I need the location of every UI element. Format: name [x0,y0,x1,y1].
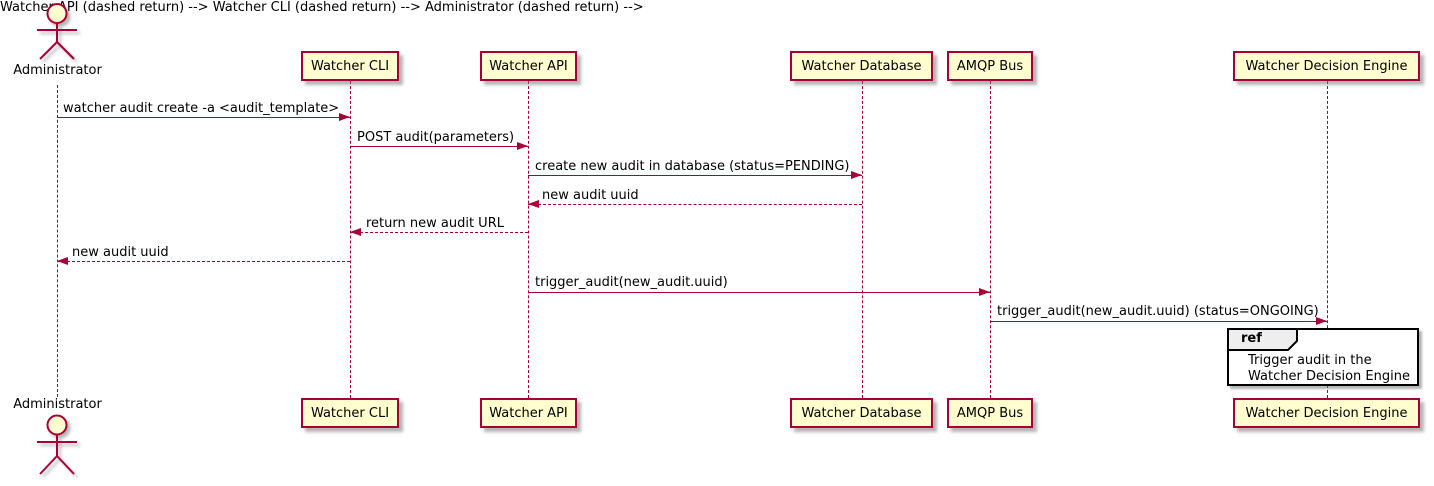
message-6-label: new audit uuid [72,245,169,260]
lifeline-administrator [57,85,58,397]
message-8-arrowhead [1316,317,1327,325]
message-6-line [57,261,350,262]
message-5-arrowhead [350,228,361,236]
message-1-label: watcher audit create -a <audit_template> [63,101,340,116]
actor-icon [37,414,77,475]
ref-fragment: ref Trigger audit in the Watcher Decisio… [1227,328,1419,386]
message-8-label: trigger_audit(new_audit.uuid) (status=ON… [997,304,1319,319]
message-5-label: return new audit URL [366,216,504,231]
message-4-line [528,204,862,205]
participant-watcher-cli-bottom: Watcher CLI [301,398,399,428]
message-7-line [528,292,990,293]
participant-watcher-api-top: Watcher API [480,51,577,81]
actor-label-administrator-top: Administrator [13,63,102,78]
participant-watcher-api-bottom: Watcher API [480,398,577,428]
message-3-line [528,175,862,176]
message-2-arrowhead [517,142,528,150]
lifeline-watcher-decision-engine [1327,81,1328,398]
lifeline-watcher-database [862,81,863,398]
actor-icon [37,3,77,60]
actor-label-administrator-bottom: Administrator [13,397,102,412]
participant-watcher-decision-engine-top: Watcher Decision Engine [1233,51,1420,81]
message-7-label: trigger_audit(new_audit.uuid) [535,275,728,290]
message-1-arrowhead [339,113,350,121]
ref-text-line-1: Trigger audit in the [1248,353,1372,368]
participant-amqp-bus-top: AMQP Bus [947,51,1033,81]
message-2-line [350,146,528,147]
message-4-label: new audit uuid [542,188,639,203]
ref-tag-label: ref [1241,331,1262,346]
message-3-label: create new audit in database (status=PEN… [535,159,850,174]
ref-text-line-2: Watcher Decision Engine [1248,369,1410,384]
message-5-line [350,232,528,233]
message-7-arrowhead [979,288,990,296]
lifeline-amqp-bus [990,81,991,398]
lifeline-watcher-api [528,81,529,398]
participant-watcher-database-bottom: Watcher Database [790,398,933,428]
participant-watcher-decision-engine-bottom: Watcher Decision Engine [1233,398,1420,428]
participant-watcher-database-top: Watcher Database [790,51,933,81]
message-2-label: POST audit(parameters) [357,130,515,145]
participant-amqp-bus-bottom: AMQP Bus [947,398,1033,428]
participant-watcher-cli-top: Watcher CLI [301,51,399,81]
lifeline-watcher-cli [350,81,351,398]
message-6-arrowhead [57,257,68,265]
message-8-line [990,321,1327,322]
message-1-line [57,117,350,118]
ref-tag-shape [1227,328,1298,351]
message-3-arrowhead [851,171,862,179]
message-4-arrowhead [528,200,539,208]
